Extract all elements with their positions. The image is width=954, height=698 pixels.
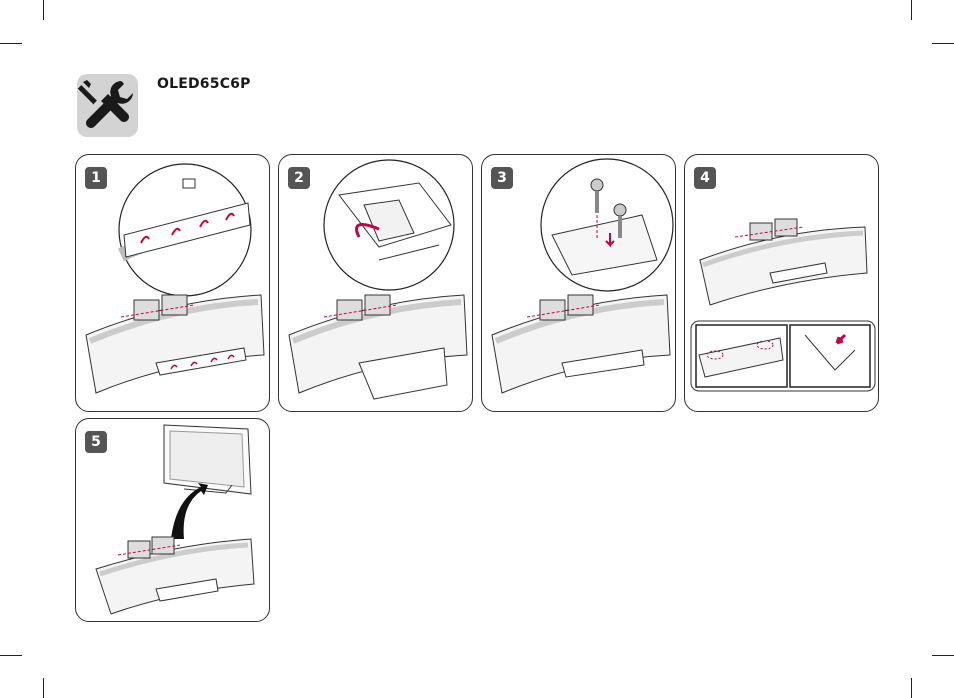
step-panel-2: 2 — [278, 154, 473, 412]
step-panel-3: 3 — [481, 154, 676, 412]
crop-mark — [932, 43, 954, 44]
crop-mark — [911, 0, 912, 20]
step-panel-5: 5 — [75, 418, 270, 622]
illustration-stand-attached — [685, 155, 879, 412]
crop-mark — [0, 43, 22, 44]
crop-mark — [43, 0, 44, 20]
step-panel-4: 4 — [684, 154, 879, 412]
crop-mark — [932, 655, 954, 656]
illustration-cover-removal — [76, 155, 270, 412]
step-panel-1: 1 — [75, 154, 270, 412]
crop-mark — [911, 678, 912, 698]
model-number: OLED65C6P — [157, 76, 251, 92]
tools-badge — [77, 74, 138, 137]
illustration-screw-insert — [482, 155, 676, 412]
crop-mark — [43, 678, 44, 698]
illustration-lift-upright — [76, 419, 270, 622]
screwdriver-wrench-icon — [77, 74, 138, 137]
illustration-stand-lift — [279, 155, 473, 412]
crop-mark — [0, 655, 22, 656]
